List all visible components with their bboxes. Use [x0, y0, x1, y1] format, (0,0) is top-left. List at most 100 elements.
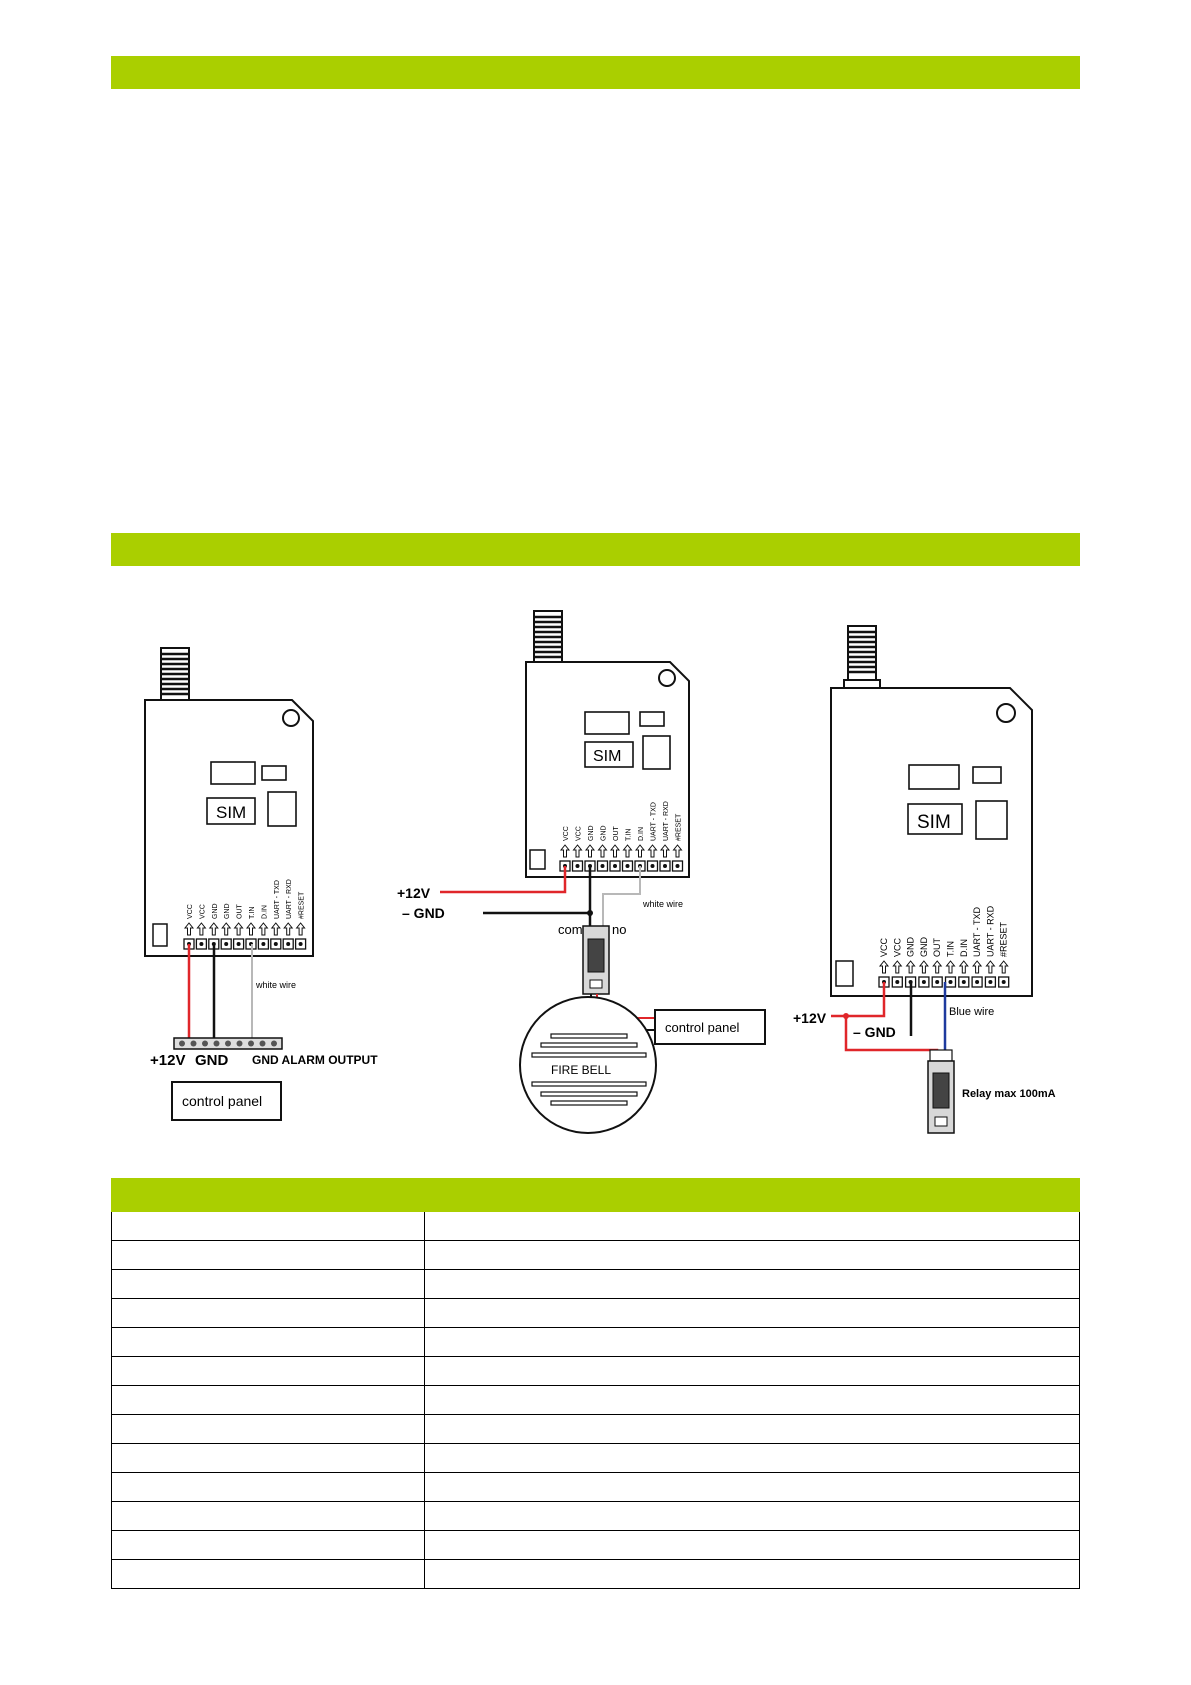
pin-7: D.IN: [257, 905, 270, 950]
pin-label: GND: [601, 825, 608, 841]
diagram-2-fire-bell: SIM VCC VCC GND GND OUT T.IN D.IN UART - TXD UAR…: [397, 609, 766, 1134]
pin-6: T.IN: [944, 941, 957, 988]
table-cell-name: [111, 1211, 425, 1241]
terminal-contact: [259, 1040, 266, 1047]
table-cell-value: [424, 1211, 1080, 1241]
pin-5: OUT: [931, 938, 943, 988]
pin-label: T.IN: [249, 907, 256, 919]
table-cell-name: [111, 1559, 425, 1589]
pin-label: VCC: [199, 904, 206, 919]
pin-2: VCC: [195, 904, 208, 950]
terminal-contact: [213, 1040, 220, 1047]
sim-label-2: SIM: [593, 748, 621, 765]
pin-label: GND: [224, 903, 231, 919]
table-row: [111, 1298, 1080, 1328]
no-label: no: [612, 922, 626, 937]
gnd-label-2: – GND: [402, 905, 445, 921]
pin-label: #RESET: [999, 921, 1009, 957]
section-header-bar-1: [111, 56, 1080, 89]
table-cell-value: [424, 1356, 1080, 1386]
table-header-row: [111, 1178, 1080, 1212]
table-row: [111, 1472, 1080, 1502]
pin-4: GND: [596, 825, 609, 872]
terminal-contact: [236, 1040, 243, 1047]
pin-4: GND: [220, 903, 232, 950]
plus12v-label-2: +12V: [397, 885, 431, 901]
table-cell-value: [424, 1414, 1080, 1444]
table-row: [111, 1211, 1080, 1241]
table-cell-value: [424, 1385, 1080, 1415]
pin-3: GND: [904, 937, 917, 988]
table-row: [111, 1240, 1080, 1270]
blue-wire-label: Blue wire: [949, 1006, 994, 1018]
pin-label: VCC: [879, 937, 889, 957]
table-cell-value: [424, 1298, 1080, 1328]
table-row: [111, 1559, 1080, 1589]
pin-label: OUT: [613, 826, 620, 842]
table-cell-name: [111, 1443, 425, 1473]
pin-label: T.IN: [626, 829, 633, 841]
table-cell-value: [424, 1472, 1080, 1502]
table-cell-value: [424, 1269, 1080, 1299]
table-cell-name: [111, 1269, 425, 1299]
pin-9: UART - RXD: [282, 879, 294, 950]
pin-1: VCC: [559, 826, 571, 872]
pin-9: UART - RXD: [659, 801, 671, 872]
pin-3: GND: [584, 825, 596, 872]
sim-label-3: SIM: [917, 812, 951, 833]
table-row: [111, 1443, 1080, 1473]
pin-label: UART - TXD: [651, 802, 658, 841]
pin-label: D.IN: [959, 939, 969, 957]
pin-10: #RESET: [294, 891, 307, 950]
pin-label: OUT: [932, 938, 942, 958]
relay-label: Relay max 100mA: [962, 1088, 1056, 1100]
pin-label: D.IN: [261, 905, 268, 919]
gnd-label-1: GND: [195, 1052, 229, 1069]
pin-label: UART - TXD: [972, 906, 982, 957]
pin-label: OUT: [237, 904, 244, 920]
pin-label: UART - RXD: [663, 801, 670, 841]
table-cell-name: [111, 1414, 425, 1444]
pin-label: UART - TXD: [274, 880, 281, 919]
pin-label: D.IN: [638, 827, 645, 841]
pin-6: T.IN: [245, 907, 257, 950]
table-row: [111, 1327, 1080, 1357]
pin-2: VCC: [891, 937, 903, 988]
pin-9: UART - RXD: [984, 905, 997, 988]
pin-3: GND: [208, 903, 220, 950]
gnd-label-3: – GND: [853, 1024, 896, 1040]
pin-label: VCC: [892, 937, 902, 957]
table-cell-name: [111, 1472, 425, 1502]
terminal-contact: [179, 1040, 185, 1047]
table-row: [111, 1385, 1080, 1415]
white-wire-label-2: white wire: [642, 899, 683, 909]
terminal-contact: [225, 1040, 231, 1047]
pin-label: VCC: [187, 904, 194, 919]
table-cell-name: [111, 1327, 425, 1357]
table-cell-name: [111, 1385, 425, 1415]
table-cell-name: [111, 1298, 425, 1328]
control-panel-label-2: control panel: [665, 1020, 740, 1035]
pin-label: VCC: [576, 826, 583, 841]
pin-label: #RESET: [299, 891, 306, 919]
plus12v-label-3: +12V: [793, 1010, 827, 1026]
table-cell-name: [111, 1240, 425, 1270]
pin-7: D.IN: [958, 939, 970, 988]
pin-5: OUT: [609, 826, 621, 872]
pin-8: UART - TXD: [646, 802, 659, 872]
table-row: [111, 1414, 1080, 1444]
pin-label: GND: [588, 825, 595, 841]
table-cell-value: [424, 1501, 1080, 1531]
table-cell-value: [424, 1240, 1080, 1270]
table-row: [111, 1501, 1080, 1531]
table-cell-value: [424, 1559, 1080, 1589]
terminal-block-1: [179, 1040, 277, 1047]
pin-1: VCC: [183, 904, 195, 950]
plus12v-label-1: +12V: [150, 1052, 185, 1069]
section-header-bar-2: [111, 533, 1080, 566]
pin-8: UART - TXD: [971, 906, 983, 988]
table-header-cell-1: [111, 1178, 425, 1212]
